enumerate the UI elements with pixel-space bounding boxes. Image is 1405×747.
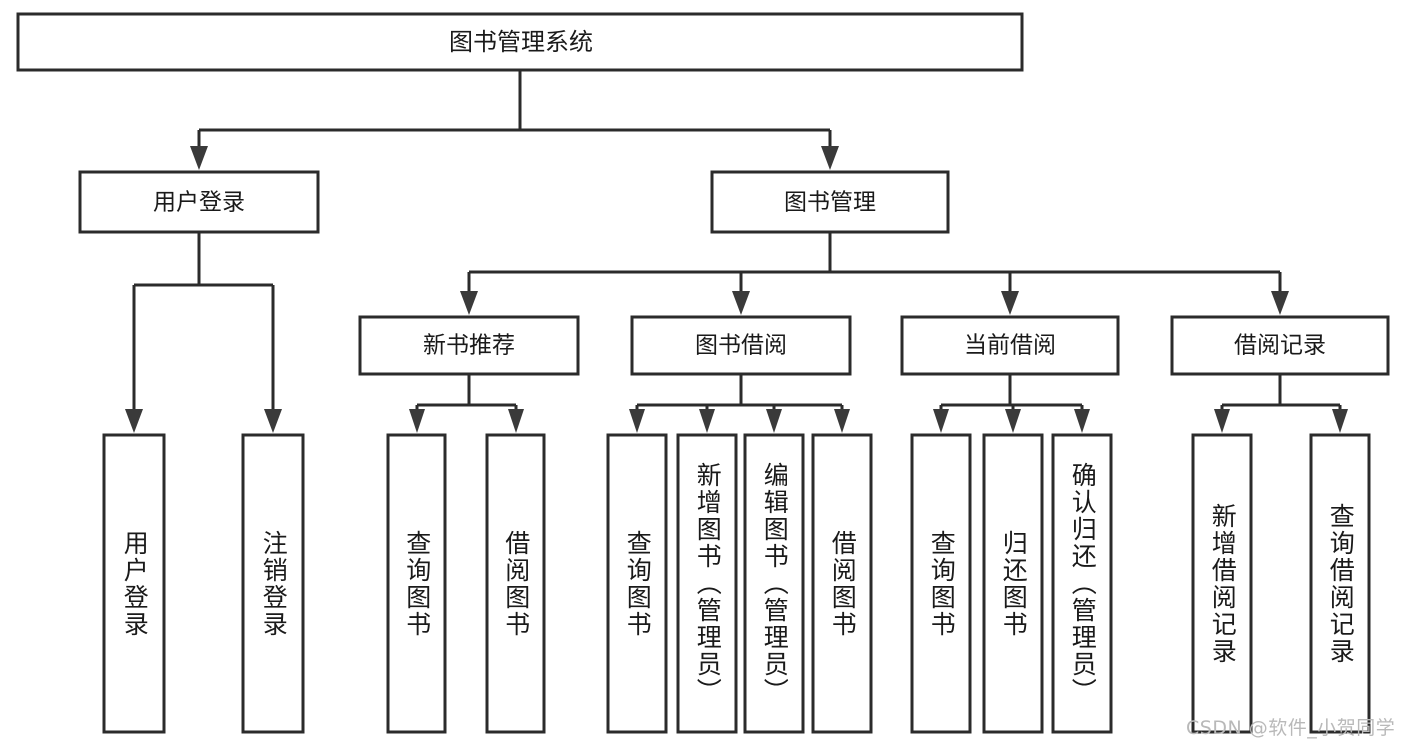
leaf-box-query-book-borrow[interactable]: [606, 433, 668, 734]
arrowhead-leaf-5: [629, 409, 645, 433]
leaf-box-borrow-book[interactable]: [811, 433, 873, 734]
node-current-borrow[interactable]: 当前借阅: [900, 315, 1120, 376]
node-book-management[interactable]: 图书管理: [710, 170, 950, 234]
node-root-system[interactable]: 图书管理系统: [16, 12, 1024, 72]
arrowhead-group: [125, 146, 1348, 433]
node-new-book-recommend-box[interactable]: [358, 315, 580, 376]
arrowhead-leaf-9: [933, 409, 949, 433]
node-book-management-box[interactable]: [710, 170, 950, 234]
node-root-system-label: 图书管理系统: [449, 28, 593, 56]
leaf-box-user-login[interactable]: [102, 433, 166, 734]
csdn-watermark: CSDN @软件_小贺同学: [1186, 717, 1396, 739]
arrowhead-book-mgmt: [821, 146, 839, 170]
arrowhead-leaf-11: [1074, 409, 1090, 433]
node-root-system-box[interactable]: [16, 12, 1024, 72]
arrowhead-current: [1001, 291, 1019, 315]
leaf-box-add-borrow-record[interactable]: [1191, 433, 1253, 734]
node-borrow-record-label: 借阅记录: [1234, 333, 1326, 359]
leaf-box-confirm-return-admin[interactable]: [1051, 433, 1113, 734]
arrowhead-leaf-10: [1005, 409, 1021, 433]
node-user-login-label: 用户登录: [153, 190, 245, 216]
node-user-login[interactable]: 用户登录: [78, 170, 320, 234]
arrowhead-leaf-8: [834, 409, 850, 433]
node-borrow-record-box[interactable]: [1170, 315, 1390, 376]
arrowhead-newbook: [460, 291, 478, 315]
node-book-management-label: 图书管理: [784, 190, 876, 216]
leaf-box-query-book-current[interactable]: [910, 433, 972, 734]
leaf-box-query-book-new[interactable]: [386, 433, 447, 734]
arrowhead-record: [1271, 291, 1289, 315]
leaf-box-add-book-admin[interactable]: [676, 433, 738, 734]
leaf-box-edit-book-admin[interactable]: [743, 433, 805, 734]
arrowhead-leaf-13: [1332, 409, 1348, 433]
node-user-login-box[interactable]: [78, 170, 320, 234]
arrowhead-user-login: [190, 146, 208, 170]
arrowhead-leaf-1: [125, 409, 143, 433]
node-current-borrow-box[interactable]: [900, 315, 1120, 376]
leaf-box-return-book[interactable]: [982, 433, 1044, 734]
node-book-borrow-label: 图书借阅: [695, 333, 787, 359]
leaf-box-group: [102, 433, 1371, 734]
arrowhead-leaf-3: [409, 409, 425, 433]
node-new-book-recommend[interactable]: 新书推荐: [358, 315, 580, 376]
node-book-borrow[interactable]: 图书借阅: [630, 315, 852, 376]
leaf-box-query-borrow-record[interactable]: [1309, 433, 1371, 734]
node-new-book-recommend-label: 新书推荐: [423, 333, 515, 359]
arrowhead-leaf-4: [508, 409, 524, 433]
arrowhead-leaf-6: [699, 409, 715, 433]
node-current-borrow-label: 当前借阅: [964, 333, 1056, 359]
arrowhead-leaf-12: [1214, 409, 1230, 433]
arrowhead-borrow: [732, 291, 750, 315]
connector-group: [132, 70, 1342, 409]
node-book-borrow-box[interactable]: [630, 315, 852, 376]
node-borrow-record[interactable]: 借阅记录: [1170, 315, 1390, 376]
leaf-box-borrow-book-new[interactable]: [485, 433, 546, 734]
leaf-box-logout[interactable]: [241, 433, 305, 734]
arrowhead-leaf-7: [766, 409, 782, 433]
arrowhead-leaf-2: [264, 409, 282, 433]
